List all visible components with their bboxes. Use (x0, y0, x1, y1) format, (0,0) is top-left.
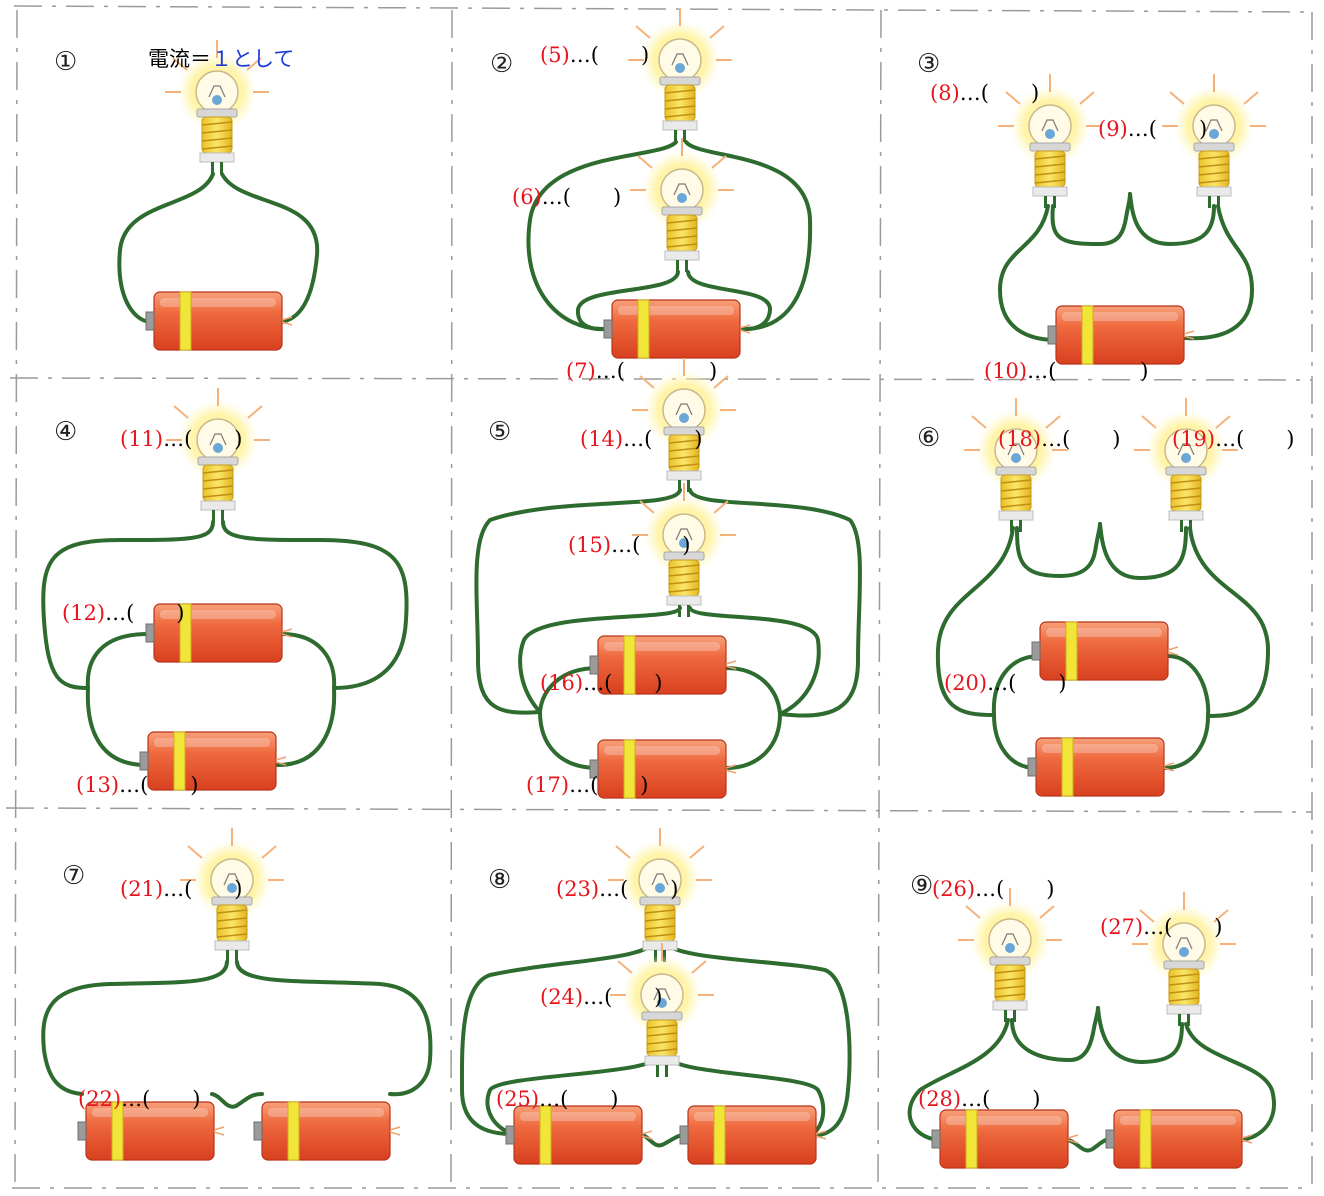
circuit-panel-5 (474, 357, 862, 799)
panel-grid (5, 5, 1313, 1189)
answer-blank[interactable]: (17)…( ) (526, 773, 649, 797)
answer-blank[interactable]: (22)…( ) (78, 1087, 201, 1111)
light-bulb-icon (1133, 397, 1239, 533)
answer-blank[interactable]: (9)…( ) (1098, 117, 1207, 141)
answer-blank[interactable]: (28)…( ) (918, 1087, 1041, 1111)
light-bulb-icon (1161, 73, 1267, 209)
light-bulb-icon (957, 887, 1063, 1023)
answer-blank[interactable]: (21)…( ) (120, 877, 243, 901)
battery-icon (145, 291, 293, 351)
circuit-panel-6 (935, 397, 1270, 797)
battery-icon (1047, 305, 1195, 365)
answer-blank[interactable]: (8)…( ) (930, 81, 1039, 105)
answer-blank[interactable]: (13)…( ) (76, 773, 199, 797)
answer-blank[interactable]: (16)…( ) (540, 671, 663, 695)
answer-blank[interactable]: (12)…( ) (62, 601, 185, 625)
answer-blank[interactable]: (7)…( ) (566, 359, 717, 383)
panel-number: ⑥ (917, 423, 940, 453)
panel-number: ⑧ (488, 865, 511, 895)
answer-blank[interactable]: (23)…( ) (556, 877, 679, 901)
panel-number: ④ (54, 417, 77, 447)
battery-icon (505, 1105, 653, 1165)
battery-icon (603, 299, 751, 359)
answer-blank[interactable]: (27)…( ) (1100, 915, 1223, 939)
battery-icon (1105, 1109, 1253, 1169)
answer-blank[interactable]: (20)…( ) (944, 671, 1067, 695)
answer-blanks: (5)…( ) (6)…( ) (7)…( ) (8)…( ) (9)…( ) … (62, 43, 1295, 1111)
answer-blank[interactable]: (18)…( ) (998, 427, 1121, 451)
answer-blank[interactable]: (26)…( ) (932, 877, 1055, 901)
answer-blank[interactable]: (5)…( ) (540, 43, 649, 67)
answer-blank[interactable]: (14)…( ) (580, 427, 703, 451)
circuit-panel-4 (41, 387, 409, 791)
answer-blank[interactable]: (6)…( ) (512, 185, 621, 209)
answer-blank[interactable]: (24)…( ) (540, 985, 663, 1009)
panel-numbers: ① ② ③ ④ ⑤ ⑥ ⑦ ⑧ ⑨ (54, 47, 940, 901)
circuit-panel-9 (907, 887, 1276, 1169)
battery-icon (253, 1101, 401, 1161)
panel-number: ② (490, 49, 513, 79)
circuit-panel-8 (459, 827, 852, 1165)
caption-value: １として (211, 47, 294, 71)
light-bulb-icon (963, 397, 1069, 533)
battery-icon (931, 1109, 1079, 1169)
panel-number: ③ (917, 49, 940, 79)
answer-blank[interactable]: (25)…( ) (496, 1087, 619, 1111)
panel-number: ⑨ (910, 871, 933, 901)
answer-blank[interactable]: (15)…( ) (568, 533, 691, 557)
circuit-panel-2 (526, 7, 813, 359)
light-bulb-icon (609, 942, 715, 1078)
light-bulb-icon (1131, 891, 1237, 1027)
battery-icon (679, 1105, 827, 1165)
answer-blank[interactable]: (11)…( ) (120, 427, 243, 451)
circuit-panel-1 (117, 39, 320, 351)
battery-icon (1027, 737, 1175, 797)
panel-number: ① (54, 47, 77, 77)
panel-number: ⑦ (62, 861, 85, 891)
panel-number: ⑤ (488, 417, 511, 447)
light-bulb-icon (627, 7, 733, 143)
current-caption: 電流＝１として (148, 47, 294, 71)
circuit-panel-7 (41, 827, 433, 1161)
light-bulb-icon (165, 387, 271, 523)
light-bulb-icon (629, 137, 735, 273)
answer-blank[interactable]: (19)…( ) (1172, 427, 1295, 451)
circuit-panel-3 (997, 73, 1267, 365)
answer-blank[interactable]: (10)…( ) (984, 359, 1149, 383)
caption-prefix: 電流＝ (148, 47, 211, 71)
